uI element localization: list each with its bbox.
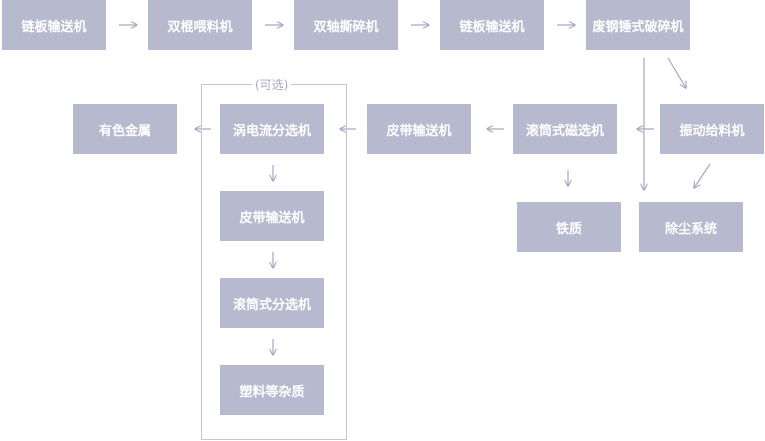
node-chain-conveyor-1: 链板输送机 [2, 0, 106, 50]
node-nonferrous-metal: 有色金属 [73, 104, 177, 154]
node-double-roller-feeder: 双棍喂料机 [148, 0, 252, 50]
node-belt-conveyor-1: 皮带输送机 [367, 104, 471, 154]
node-belt-conveyor-2: 皮带输送机 [220, 191, 324, 241]
node-dust-removal-system: 除尘系统 [639, 202, 743, 252]
node-plastic-impurities: 塑料等杂质 [220, 365, 324, 415]
optional-group-label: (可选) [252, 76, 292, 93]
node-eddy-current-separator: 涡电流分选机 [220, 104, 324, 154]
arrow-crusher-to-feeder [667, 57, 686, 88]
arrow-feeder-to-dust [694, 163, 711, 188]
node-iron: 铁质 [517, 202, 621, 252]
node-drum-magnetic-separator: 滚筒式磁选机 [513, 104, 617, 154]
node-dual-shaft-shredder: 双轴撕碎机 [294, 0, 398, 50]
node-vibrating-feeder: 振动给料机 [660, 104, 764, 154]
node-scrap-hammer-crusher: 废钢锤式破碎机 [586, 0, 690, 50]
node-chain-conveyor-2: 链板输送机 [440, 0, 544, 50]
node-drum-separator: 滚筒式分选机 [220, 278, 324, 328]
